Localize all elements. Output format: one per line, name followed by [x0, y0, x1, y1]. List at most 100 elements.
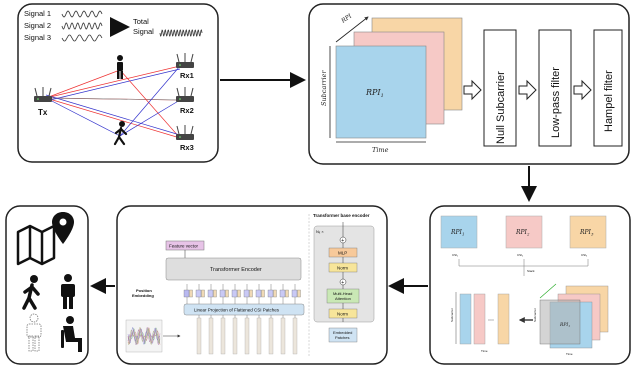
- csi2-small-label: CSI₂: [517, 253, 524, 257]
- position-token: [291, 289, 298, 298]
- low-pass-filter-label: Low-pass filter: [550, 67, 562, 138]
- location-pin-icon: [52, 212, 74, 244]
- map-icon: [16, 224, 56, 266]
- rx2-label: Rx2: [180, 106, 194, 115]
- position-token: [279, 289, 286, 298]
- embedded-patches-line1: Embedded: [333, 330, 352, 335]
- time-axis-label: Time: [372, 146, 389, 154]
- patch-embedding-token: [297, 289, 301, 298]
- tx-router-icon: [34, 87, 52, 102]
- layer-count-label: Nₓ ×: [316, 229, 324, 234]
- stack-overlay: [539, 299, 581, 345]
- rx1-router-icon: [176, 53, 194, 68]
- csi-patches-row: [196, 315, 298, 355]
- standing-person-icon: [117, 55, 123, 79]
- rx3-router-icon: [176, 125, 194, 140]
- signal-1-wave: [61, 10, 103, 18]
- total-signal-wave: [159, 29, 203, 37]
- hampel-filter-box: [593, 29, 623, 147]
- standing-person-icon: [61, 274, 75, 309]
- stack-small-label: Stack: [527, 269, 535, 273]
- embedded-patches-box: [328, 327, 358, 343]
- linear-projection-box: [183, 303, 305, 316]
- total-signal-label-line1: Total: [133, 17, 149, 26]
- csi-patch: [244, 317, 250, 355]
- stack-subcarrier-label: Subcarrier: [533, 308, 537, 322]
- rpi1-box: [440, 215, 478, 249]
- rpi-depth-axis: [335, 16, 369, 43]
- patch-embedding-token: [237, 289, 241, 298]
- hollow-arrow-1: [463, 79, 482, 101]
- patch-embedding-token: [285, 289, 289, 298]
- patch-embedding-token: [189, 289, 193, 298]
- strip-rpi3: [497, 293, 510, 345]
- patch-embedding-token: [201, 289, 205, 298]
- signal-2-label: Signal 2: [24, 21, 51, 30]
- norm-label-bottom: Norm: [337, 312, 348, 317]
- panel-transformer: Feature vector Transformer Encoder Posit…: [116, 205, 388, 365]
- patch-embedding-token: [249, 289, 253, 298]
- csi-patch: [292, 317, 298, 355]
- rpi-layer-blue: [335, 45, 427, 139]
- walking-person-icon: [113, 121, 128, 146]
- tx-label: Tx: [38, 108, 48, 117]
- position-embedding-label-line1: Position: [136, 288, 152, 293]
- rpi2-box: [505, 215, 543, 249]
- csi-patch: [232, 317, 238, 355]
- mha-label-line1: Multi-Head: [333, 291, 352, 296]
- hampel-filter-label: Hampel filter: [603, 70, 615, 132]
- low-pass-filter-box: [538, 29, 572, 147]
- csi-patch: [208, 317, 214, 355]
- strip-rpi1: [459, 293, 472, 345]
- transformer-encoder-label: Transformer Encoder: [210, 267, 262, 273]
- position-token: [219, 289, 226, 298]
- stack-depth-axis: [539, 283, 557, 299]
- strip-subcarrier-label: Subcarrier: [450, 308, 454, 322]
- null-subcarrier-box: [483, 29, 517, 147]
- walking-person-icon: [22, 275, 40, 310]
- patch-embedding-token: [261, 289, 265, 298]
- rpi3-box-label: RPI3: [579, 229, 594, 237]
- hollow-arrow-2: [518, 79, 537, 101]
- csi1-small-label: CSI₁: [452, 253, 458, 257]
- panel-output-activities: [5, 205, 89, 365]
- csi3-small-label: CSI₃: [581, 253, 588, 257]
- empty-person-outline-icon: [26, 313, 42, 352]
- mha-label-line2: Attention: [335, 296, 351, 301]
- signal-3-wave: [61, 34, 103, 42]
- position-embedding-label-line2: Embedding: [132, 293, 154, 298]
- null-subcarrier-label: Null Subcarrier: [495, 71, 507, 144]
- panel-signals: Signal 1 Signal 2 Signal 3 Total Signal: [17, 3, 219, 163]
- position-token: [231, 289, 238, 298]
- csi-patch: [256, 317, 262, 355]
- panel-preprocessing: RPI1 RPI Subcarrier Time Null Subcarrier…: [308, 3, 630, 165]
- csi-signal-lines: [127, 326, 161, 346]
- position-token: [267, 289, 274, 298]
- stack-rpi1-label: RPI1: [559, 322, 570, 328]
- csi-patch: [220, 317, 226, 355]
- position-token: [207, 289, 214, 298]
- patch-embedding-token: [273, 289, 277, 298]
- rpi2-box-label: RPI2: [515, 229, 530, 237]
- linear-projection-label: Linear Projection of Flattened CSI Patch…: [194, 308, 280, 313]
- total-signal-label-line2: Signal: [133, 27, 154, 36]
- csi-signal-line: [127, 327, 161, 346]
- sitting-person-icon: [61, 316, 82, 352]
- stack-time-label: Time: [566, 352, 573, 356]
- strip-time-label: Time: [481, 349, 488, 353]
- rx3-label: Rx3: [180, 143, 194, 152]
- rpi1-box-label: RPI1: [450, 229, 464, 237]
- csi-patch: [268, 317, 274, 355]
- feature-vector-label: Feature vector: [169, 244, 199, 249]
- position-token: [243, 289, 250, 298]
- propagation-lines: [45, 65, 181, 139]
- position-token: [183, 289, 190, 298]
- norm-label-top: Norm: [337, 266, 348, 271]
- signal-3-label: Signal 3: [24, 33, 51, 42]
- panel-rpi-stack: RPI1 RPI2 RPI3 CSI₁ CSI₂ CSI₃ Stack Subc…: [429, 205, 631, 365]
- subcarrier-axis-label: Subcarrier: [320, 70, 328, 106]
- rpi-front-label: RPI1: [365, 88, 384, 99]
- position-token: [195, 289, 202, 298]
- position-token: [255, 289, 262, 298]
- token-row: [183, 284, 301, 304]
